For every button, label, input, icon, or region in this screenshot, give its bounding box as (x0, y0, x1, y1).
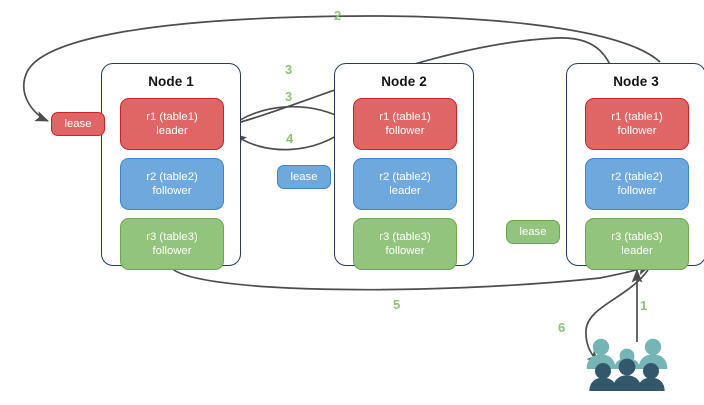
replica-name: r3 (table3) (379, 231, 431, 243)
replica-role: follower (617, 125, 657, 137)
node-title: Node 3 (613, 74, 659, 89)
edge-label-1: 1 (640, 298, 648, 313)
replica-name: r2 (table2) (611, 171, 663, 183)
replica-n3r1[interactable]: r1 (table1) follower (585, 98, 689, 150)
node-title: Node 1 (148, 74, 194, 89)
replica-role: leader (389, 185, 421, 197)
replica-name: r3 (table3) (611, 231, 663, 243)
replica-n1r1[interactable]: r1 (table1) leader (120, 98, 224, 150)
replica-n3r2[interactable]: r2 (table2) follower (585, 158, 689, 210)
replica-role: leader (621, 245, 653, 257)
replica-role: follower (152, 245, 192, 257)
replica-name: r1 (table1) (379, 111, 431, 123)
replica-role: follower (617, 185, 657, 197)
edge-label-3-long: 3 (285, 62, 293, 77)
node-box-node3[interactable]: Node 3 r1 (table1) follower r2 (table2) … (566, 63, 704, 270)
replica-name: r1 (table1) (146, 111, 198, 123)
node-box-node1[interactable]: Node 1 r1 (table1) leader r2 (table2) fo… (101, 63, 241, 270)
lease-badge-r1[interactable]: lease (51, 112, 105, 136)
replica-role: leader (156, 125, 188, 137)
edge-label-2: 2 (334, 8, 342, 23)
replica-n2r2[interactable]: r2 (table2) leader (353, 158, 457, 210)
replica-role: follower (152, 185, 192, 197)
replica-n3r3[interactable]: r3 (table3) leader (585, 218, 689, 270)
node-box-node2[interactable]: Node 2 r1 (table1) follower r2 (table2) … (334, 63, 474, 270)
lease-badge-r3[interactable]: lease (506, 220, 560, 244)
edge-label-4: 4 (286, 131, 294, 146)
node-title: Node 2 (381, 74, 427, 89)
replica-n1r3[interactable]: r3 (table3) follower (120, 218, 224, 270)
edge-3-short-path (227, 105, 349, 129)
replica-name: r2 (table2) (146, 171, 198, 183)
replica-role: follower (385, 245, 425, 257)
replica-role: follower (385, 125, 425, 137)
replica-name: r3 (table3) (146, 231, 198, 243)
replica-name: r1 (table1) (611, 111, 663, 123)
edge-label-3-short: 3 (285, 89, 293, 104)
replica-n1r2[interactable]: r2 (table2) follower (120, 158, 224, 210)
replica-name: r2 (table2) (379, 171, 431, 183)
users-group-icon[interactable] (586, 336, 668, 392)
replica-n2r3[interactable]: r3 (table3) follower (353, 218, 457, 270)
lease-badge-r2[interactable]: lease (277, 165, 331, 189)
edge-label-6: 6 (558, 320, 566, 335)
edge-label-5: 5 (393, 297, 401, 312)
replica-n2r1[interactable]: r1 (table1) follower (353, 98, 457, 150)
